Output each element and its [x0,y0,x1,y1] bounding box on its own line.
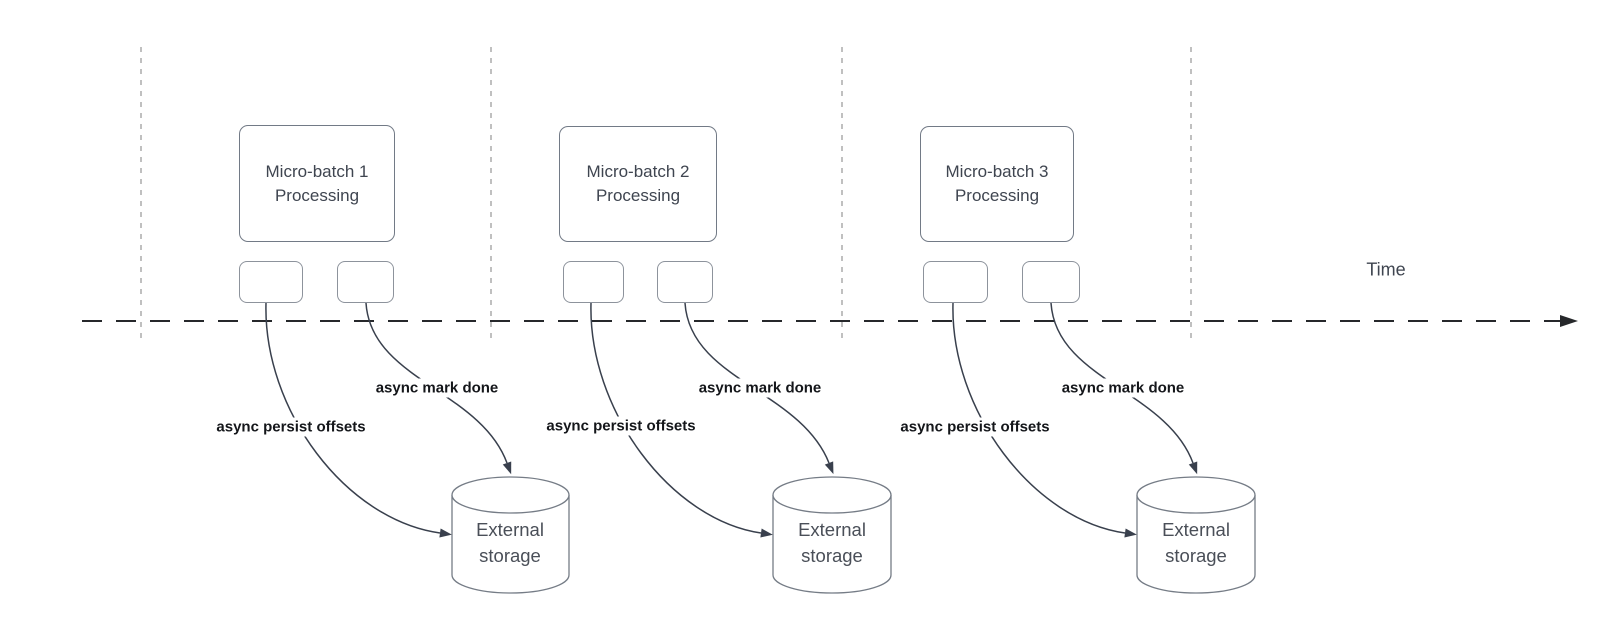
async-persist-arrow-2 [590,302,773,538]
microbatch-1-subtitle: Processing [274,185,360,205]
async-persist-arrow-3 [952,302,1137,538]
microbatch-1-title: Micro-batch 1 [265,161,369,181]
offset-task-box-3 [923,261,988,303]
time-axis-label: Time [1366,259,1406,280]
async-persist-arrow-1 [265,302,452,538]
microbatch-2-processing-box: Micro-batch 2 Processing [559,126,717,242]
offset-task-box-1 [239,261,303,303]
offset-task-box-2 [563,261,624,303]
async-persist-offsets-label-3: async persist offsets [897,417,1053,437]
external-storage-cylinder-1 [451,476,570,594]
async-mark-done-label-1: async mark done [372,378,502,398]
done-task-box-1 [337,261,394,303]
external-storage-cylinder-2 [772,476,892,594]
microbatch-3-subtitle: Processing [954,186,1040,205]
external-storage-label-1: External storage [476,519,544,566]
async-mark-done-label-2: async mark done [695,378,825,398]
done-task-box-3 [1022,261,1080,303]
async-mark-done-label-3: async mark done [1058,378,1188,398]
microbatch-1-processing-box: Micro-batch 1 Processing [239,125,395,242]
external-storage-label-2: External storage [798,519,866,566]
microbatch-3-processing-box: Micro-batch 3 Processing [920,126,1074,242]
async-persist-offsets-label-2: async persist offsets [543,416,699,436]
microbatch-2-subtitle: Processing [595,186,681,205]
async-persist-offsets-label-1: async persist offsets [213,417,369,437]
microbatch-3-title: Micro-batch 3 [945,162,1049,181]
microbatch-2-title: Micro-batch 2 [586,162,690,181]
external-storage-label-3: External storage [1162,519,1230,566]
external-storage-cylinder-3 [1136,476,1256,594]
done-task-box-2 [657,261,713,303]
